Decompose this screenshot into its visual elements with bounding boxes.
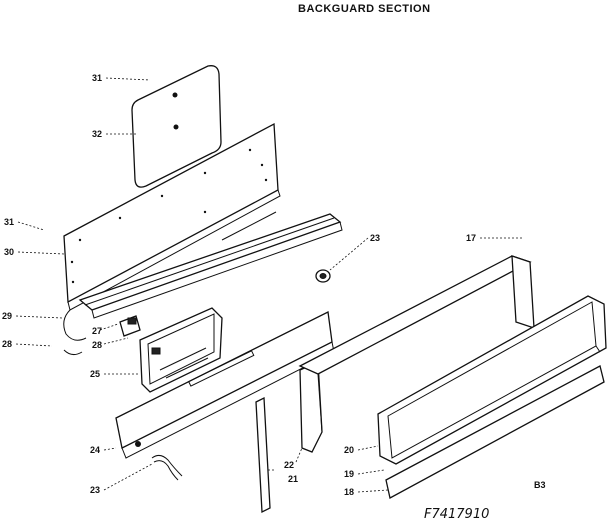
control-housing-part (139, 307, 223, 393)
callout-23-upper: 23 (370, 233, 380, 243)
callout-21: 21 (288, 474, 298, 484)
callout-20: 20 (344, 445, 354, 455)
callout-25: 25 (90, 369, 100, 379)
callout-19: 19 (344, 469, 354, 479)
lower-panel-part (115, 311, 335, 459)
callout-30: 30 (4, 247, 14, 257)
callout-28: 28 (92, 340, 102, 350)
diagram-title: BACKGUARD SECTION (298, 3, 431, 15)
leader-lines (15, 77, 522, 493)
page-reference: B3 (534, 480, 546, 490)
glass-frame-part (377, 295, 607, 465)
callout-29: 29 (2, 311, 12, 321)
callout-28-left: 28 (2, 339, 12, 349)
callout-31-top: 31 (92, 73, 102, 83)
upper-rail-part (78, 213, 343, 319)
wire-bracket-part (63, 309, 141, 356)
callout-17: 17 (466, 233, 476, 243)
drawing-code: F7417910 (424, 507, 489, 522)
glass-panel-part (131, 65, 222, 188)
long-frame-part (298, 255, 535, 433)
callout-31-side: 31 (4, 217, 14, 227)
callout-23-lower: 23 (90, 485, 100, 495)
callout-18: 18 (344, 487, 354, 497)
callout-27: 27 (92, 326, 102, 336)
bottom-trim-part (385, 365, 605, 499)
callout-labels: 31 32 31 30 29 28 27 28 25 24 23 23 22 2… (2, 73, 476, 497)
callout-22: 22 (284, 460, 294, 470)
wire-clip-part (151, 454, 183, 481)
back-panel-part (63, 122, 281, 311)
callout-24: 24 (90, 445, 100, 455)
vertical-strip-part (255, 396, 271, 514)
callout-32: 32 (92, 129, 102, 139)
end-cap-part (299, 361, 323, 453)
knob-part (315, 269, 331, 283)
